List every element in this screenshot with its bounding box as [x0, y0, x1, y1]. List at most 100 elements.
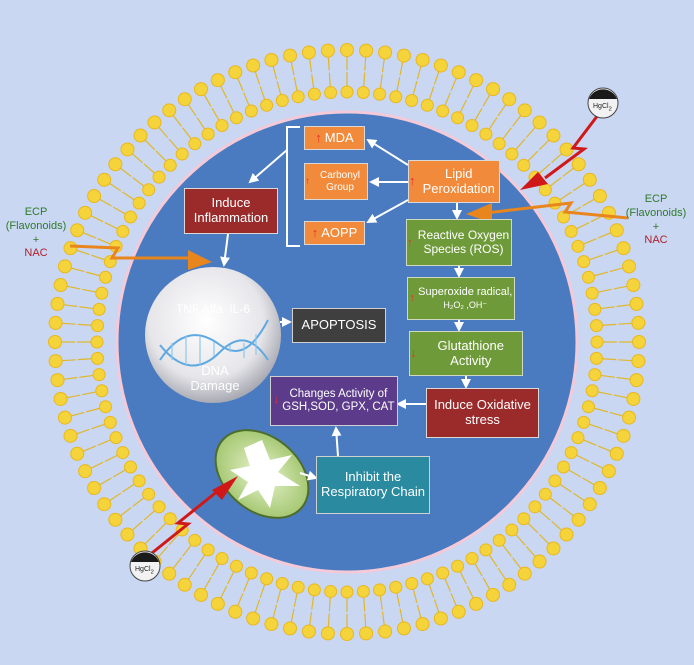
- lipid-head-outer: [50, 296, 65, 311]
- lipid-tail: [497, 567, 507, 581]
- lipid-head-outer: [622, 410, 637, 425]
- lipid-head-inner: [564, 446, 578, 460]
- lipid-tail: [276, 81, 282, 95]
- lipid-tail: [609, 267, 624, 273]
- lipid-tail: [86, 271, 100, 277]
- lipid-head-inner: [405, 94, 419, 108]
- lipid-head-inner: [479, 127, 493, 141]
- lipid-head-outer: [320, 43, 335, 58]
- lipid-head-outer: [53, 278, 68, 293]
- lipid-head-outer: [546, 541, 561, 556]
- lipid-head-inner: [588, 368, 602, 382]
- lipid-tail: [155, 522, 167, 534]
- lipid-tail: [604, 249, 619, 256]
- left-agent-label: ECP (Flavonoids) + NAC: [2, 206, 70, 261]
- lipid-tail: [108, 492, 122, 502]
- lipid-head-outer: [609, 446, 624, 461]
- lipid-head-outer: [469, 596, 484, 611]
- lipid-head-outer: [415, 52, 430, 67]
- lipid-head-inner: [589, 319, 603, 333]
- lipid-tail: [203, 94, 212, 107]
- lipid-tail: [327, 613, 330, 628]
- lipid-tail: [254, 599, 261, 614]
- carbonyl-label: Carbonyl Group: [319, 170, 361, 193]
- inflammation-box: Induce Inflammation: [184, 188, 278, 234]
- up-arrow-icon: ↑: [311, 224, 319, 240]
- lipid-tail: [589, 254, 603, 261]
- lipid-head-inner: [589, 351, 603, 365]
- lipid-head-outer: [582, 497, 597, 512]
- lipid-tail: [618, 322, 633, 325]
- lipid-tail: [90, 461, 104, 470]
- lipid-tail: [527, 150, 539, 162]
- lipid-head-outer: [592, 189, 607, 203]
- lipid-tail: [512, 114, 522, 127]
- lipid-tail: [132, 177, 145, 187]
- superoxide-text: Superoxide radical,H₂O₂ ,OH⁻: [418, 286, 512, 311]
- lipid-head-inner: [492, 137, 506, 151]
- lipid-peroxidation-box: ↑Lipid Peroxidation: [408, 160, 500, 203]
- lipid-head-outer: [70, 223, 85, 238]
- lipid-head-outer: [582, 172, 597, 187]
- lipid-head-inner: [99, 270, 113, 284]
- lipid-head-outer: [108, 157, 123, 172]
- lipid-head-outer: [120, 142, 135, 157]
- lipid-head-inner: [163, 512, 177, 526]
- lipid-tail: [515, 534, 526, 546]
- lipid-head-outer: [210, 73, 225, 88]
- lipid-head-inner: [373, 583, 387, 597]
- lipid-head-inner: [291, 90, 305, 104]
- lipid-head-outer: [63, 428, 78, 443]
- lipid-head-inner: [201, 127, 215, 141]
- lipid-head-inner: [275, 94, 289, 108]
- lipid-tail: [576, 454, 590, 462]
- respiratory-chain-box: Inhibit the Respiratory Chain: [316, 456, 430, 514]
- lipid-head-inner: [517, 512, 531, 526]
- lipid-tail: [70, 267, 85, 273]
- lipid-tail: [433, 70, 440, 85]
- lipid-head-inner: [244, 566, 258, 580]
- lipid-tail: [598, 445, 612, 453]
- lipid-tail: [482, 577, 491, 590]
- right-agent-ecp: ECP: [644, 193, 668, 205]
- lipid-head-outer: [283, 48, 298, 63]
- lipid-tail: [211, 107, 220, 121]
- lipid-tail: [311, 595, 315, 610]
- lipid-head-inner: [528, 500, 542, 514]
- left-agent-flavonoids: (Flavonoids): [5, 219, 67, 232]
- lipid-tail: [196, 554, 206, 567]
- lipid-tail: [119, 167, 132, 177]
- lipid-head-outer: [162, 103, 177, 118]
- lipid-tail: [488, 117, 498, 130]
- lipid-tail: [276, 589, 282, 603]
- lipid-head-inner: [585, 384, 599, 398]
- lipid-tail: [311, 74, 315, 89]
- mitochondrion-burst: [230, 440, 300, 508]
- lipid-head-outer: [629, 296, 644, 311]
- lipid-head-inner: [132, 196, 146, 210]
- lipid-head-outer: [632, 335, 646, 349]
- superoxide-box: ↑ Superoxide radical,H₂O₂ ,OH⁻: [407, 277, 515, 320]
- lipid-tail: [538, 139, 550, 151]
- lipid-tail: [97, 238, 111, 245]
- mda-box: ↑MDA: [304, 126, 365, 150]
- lipid-head-outer: [177, 92, 192, 107]
- lipid-tail: [396, 77, 401, 92]
- lipid-tail: [551, 152, 563, 164]
- lipid-tail: [182, 127, 192, 140]
- lipid-tail: [61, 359, 76, 362]
- lipid-head-inner: [505, 523, 519, 537]
- lipid-tail: [396, 592, 401, 607]
- lipid-head-outer: [320, 626, 335, 641]
- lipid-head-outer: [571, 157, 586, 172]
- lipid-head-outer: [359, 43, 374, 58]
- lipid-tail: [416, 604, 422, 619]
- lipid-tail: [428, 86, 435, 100]
- lightning-left: [69, 244, 192, 260]
- lipid-tail: [597, 391, 612, 396]
- lipid-head-inner: [142, 183, 156, 197]
- lipid-head-inner: [479, 543, 493, 557]
- down-arrow-icon: ↓: [410, 345, 417, 361]
- lipid-tail: [609, 411, 624, 417]
- lipid-tail: [79, 306, 94, 310]
